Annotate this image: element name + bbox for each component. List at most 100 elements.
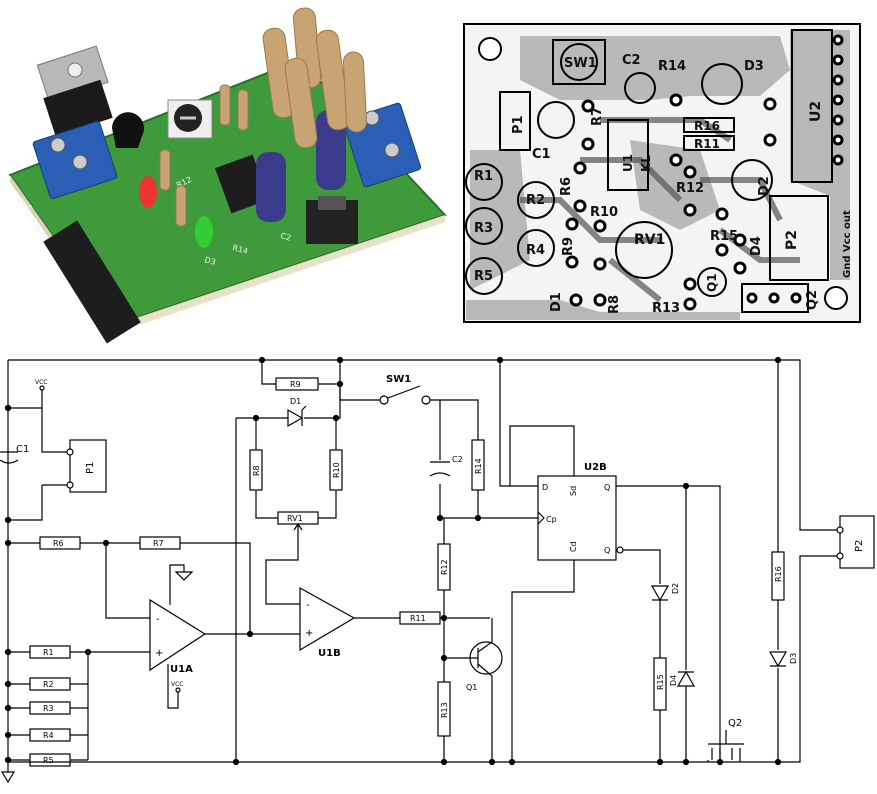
u2b-qn-bubble <box>616 546 624 554</box>
pcb-label-r12: R12 <box>676 181 704 196</box>
pcb-label-d1: D1 <box>549 292 564 312</box>
label-r12: R12 <box>440 559 449 575</box>
pcb-label-r8: R8 <box>607 295 622 314</box>
pcb-c2-circle <box>624 72 656 104</box>
pcb-label-r4: R4 <box>526 243 545 258</box>
pcb-label-d2: D2 <box>757 176 772 196</box>
pcb-label-q1: Q1 <box>705 273 719 292</box>
pcb-layout: SW1 C2 R14 D3 U2 P1 R7 C1 R16 R11 U1 KL … <box>463 23 861 323</box>
pcb-sw1-circle <box>560 43 598 81</box>
terminal-screw-3 <box>364 110 380 126</box>
q1-leads <box>444 618 493 762</box>
p2-pin-1 <box>836 526 844 534</box>
label-r5: R5 <box>43 756 54 765</box>
pcb-label-c2: C2 <box>622 53 641 68</box>
r15-body <box>653 657 667 711</box>
label-p1: P1 <box>85 462 96 474</box>
wire-r8-r10 <box>255 418 337 519</box>
label-d2: D2 <box>671 583 680 594</box>
wire-top-rail <box>8 359 840 531</box>
pcb-label-u1: U1 <box>621 154 635 172</box>
pcb-label-rv1: RV1 <box>634 232 665 248</box>
pcb-label-r3: R3 <box>474 221 493 236</box>
pcb-label-r5: R5 <box>474 269 493 284</box>
board-photo: Gnd Vcc Out R12 R14 C2 D3 <box>8 7 447 344</box>
label-p2: P2 <box>854 540 865 552</box>
pcb-mount-hole-1 <box>478 37 502 61</box>
schematic-labels: VCC C1 P1 R6 R7 R1 R2 R3 R4 R5 - + U1A V… <box>16 374 865 765</box>
p2-box <box>839 515 875 569</box>
pcb-sw1-outline <box>552 39 606 85</box>
pcb-label-r6: R6 <box>559 177 574 196</box>
pcb-label-r16: R16 <box>694 119 720 133</box>
label-u1a-minus: - <box>156 614 160 625</box>
label-r1: R1 <box>43 648 54 657</box>
pcb-label-kl: KL <box>639 155 653 172</box>
capacitor-1 <box>256 152 286 222</box>
label-u1b: U1B <box>318 648 341 659</box>
r16-body <box>771 551 785 601</box>
junction-dots <box>4 356 782 766</box>
pcb-label-c1: C1 <box>532 147 551 162</box>
wire-p1 <box>8 408 70 521</box>
pcb-label-r15: R15 <box>710 229 738 244</box>
resistor-ladder <box>8 645 150 767</box>
pcb-d3-circle <box>701 63 743 105</box>
r6-body <box>39 536 81 550</box>
pcb-d2-circle <box>731 159 773 201</box>
q2-symbol <box>707 730 744 762</box>
label-pin-cp: Cp <box>546 515 557 524</box>
pcb-rv1-circle <box>615 221 673 279</box>
wire-u1a-neg <box>105 543 150 619</box>
pcb-u1-outline <box>607 119 649 191</box>
label-sw1: SW1 <box>386 374 411 385</box>
wire-u2b-q <box>616 485 721 762</box>
photo-silk-d3: D3 <box>203 255 216 267</box>
p1-pin-1 <box>66 448 74 456</box>
label-r16: R16 <box>774 566 783 582</box>
label-d4: D4 <box>669 675 678 686</box>
led-green <box>195 216 213 248</box>
r11-body <box>399 611 441 625</box>
wire-d1 <box>235 384 341 762</box>
sw1-contact-2 <box>421 395 431 405</box>
pcb-label-r14: R14 <box>658 59 686 74</box>
label-pin-sd: Sd <box>569 486 578 496</box>
terminal-screw-4 <box>384 142 400 158</box>
pcb-label-r1: R1 <box>474 169 493 184</box>
pcb-label-r9: R9 <box>561 237 576 256</box>
label-d3: D3 <box>789 653 798 664</box>
pcb-resistor-circles <box>465 163 555 295</box>
r13-body <box>437 681 451 737</box>
label-r11: R11 <box>410 614 426 623</box>
label-u1a-plus: + <box>155 648 163 659</box>
terminal-screw-1 <box>50 137 66 153</box>
r12-body <box>437 543 451 591</box>
pcb-label-connector: Gnd Vcc out <box>842 210 853 278</box>
ground-symbol <box>0 771 16 784</box>
r9-body <box>275 377 319 391</box>
d4-symbol <box>676 670 696 687</box>
pcb-u2-outline <box>791 29 833 183</box>
pcb-label-r7: R7 <box>590 107 605 126</box>
sw1-contact-1 <box>379 395 389 405</box>
d1-symbol <box>287 405 307 428</box>
pcb-label-u2: U2 <box>808 101 824 122</box>
pcb-label-r11: R11 <box>694 137 720 151</box>
pcb-label-d4: D4 <box>749 236 764 256</box>
label-r3: R3 <box>43 704 54 713</box>
sw1-lever <box>387 385 421 399</box>
label-vcc-top: VCC <box>35 379 47 386</box>
label-pin-qn: Q <box>604 546 610 555</box>
d3-symbol <box>768 651 788 668</box>
wire-r6-r7 <box>8 542 251 634</box>
r14-body <box>471 439 485 491</box>
wire-u2b-d <box>499 360 575 487</box>
pcb-label-q2: Q2 <box>805 290 820 310</box>
p2-pin-2 <box>836 552 844 560</box>
photo-silk-r14: R14 <box>231 243 249 256</box>
schematic <box>0 356 875 784</box>
label-pin-q: Q <box>604 483 610 492</box>
pcb-mount-hole-2 <box>824 286 848 310</box>
label-q1: Q1 <box>466 683 477 692</box>
